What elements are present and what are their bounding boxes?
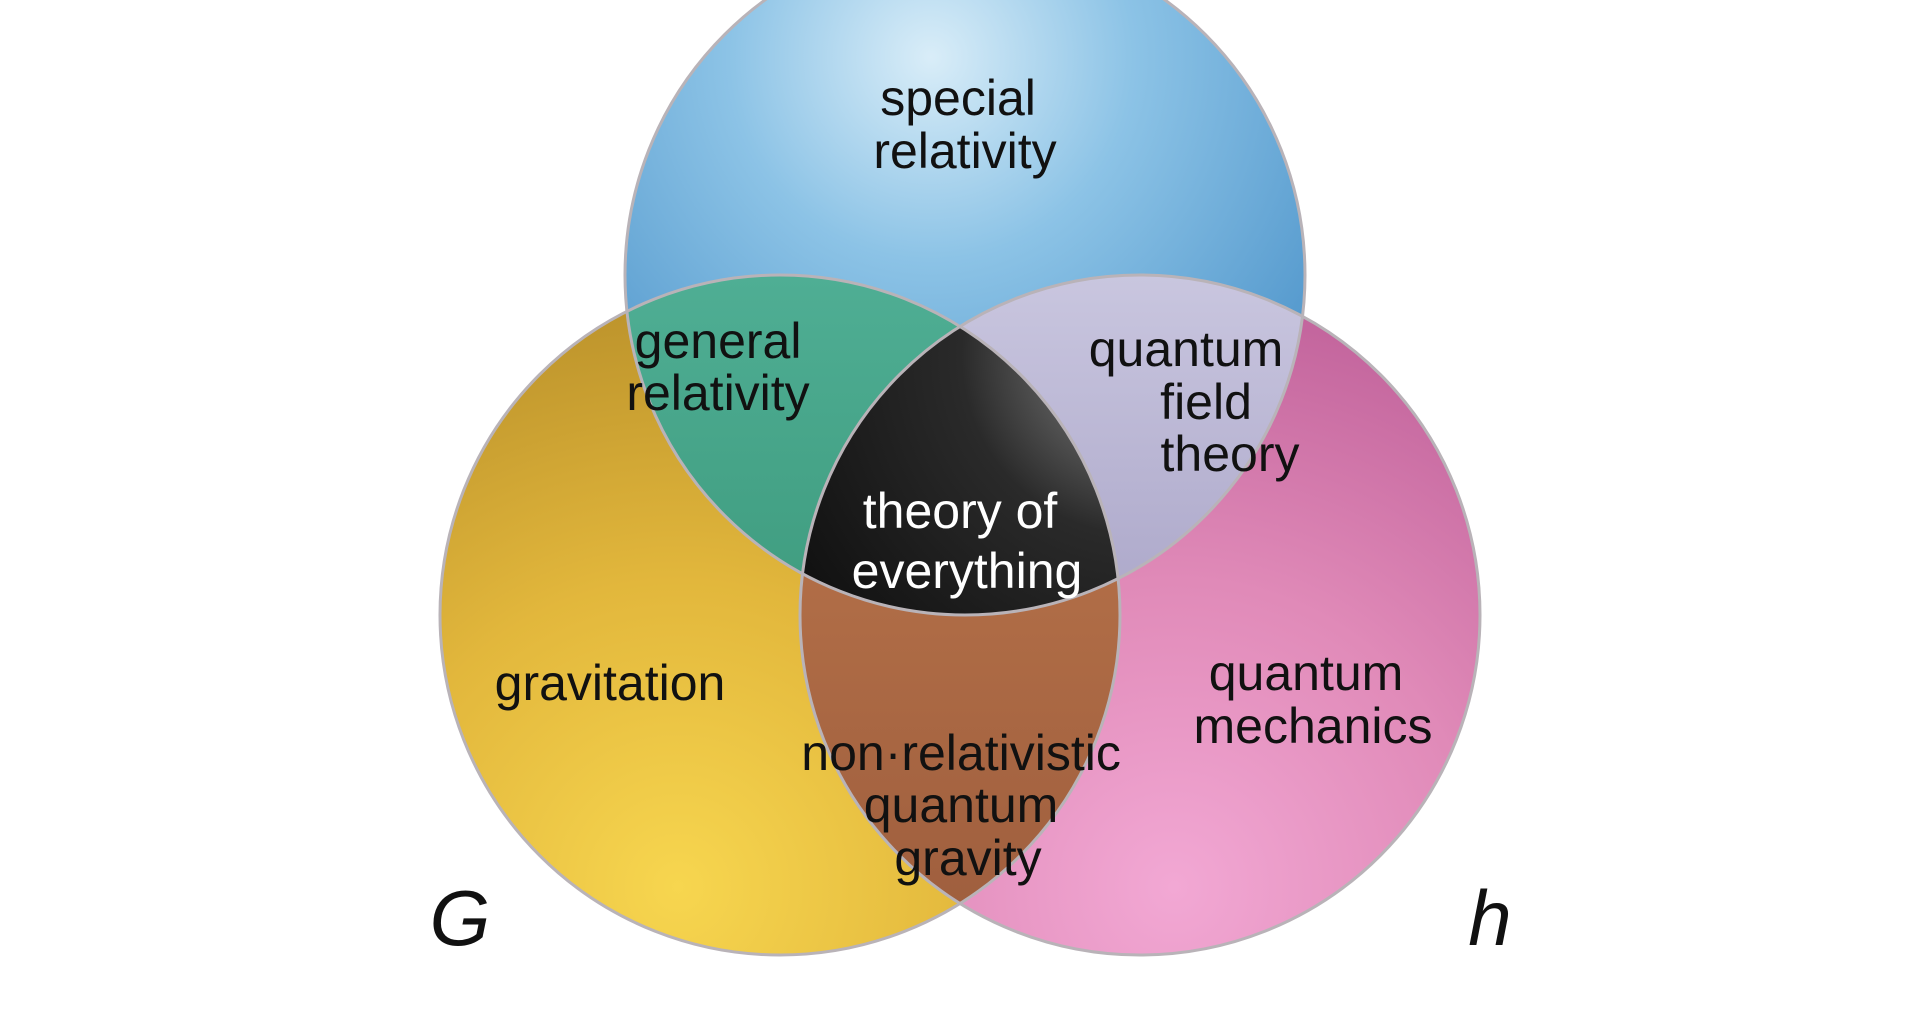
theory-of-everything-overlap bbox=[800, 275, 1120, 615]
special-relativity-label: special relativity bbox=[873, 70, 1056, 179]
non-relativistic-quantum-gravity-label: non·relativistic quantum gravity bbox=[801, 725, 1134, 886]
planck-constant-label: h bbox=[1468, 874, 1511, 962]
special-relativity-outline bbox=[623, 0, 1307, 617]
gravitation-label: gravitation bbox=[495, 655, 726, 711]
general-relativity-label: general relativity bbox=[626, 313, 815, 421]
quantum-field-theory-label: quantum field theory bbox=[1089, 321, 1300, 482]
theory-of-everything-label: theory of everything bbox=[852, 483, 1083, 599]
quantum-mechanics-outline bbox=[798, 273, 1482, 957]
gravitation-outline bbox=[438, 273, 1122, 957]
gravitational-constant-label: G bbox=[430, 874, 491, 962]
quantum-mechanics-label: quantum mechanics bbox=[1194, 645, 1433, 754]
